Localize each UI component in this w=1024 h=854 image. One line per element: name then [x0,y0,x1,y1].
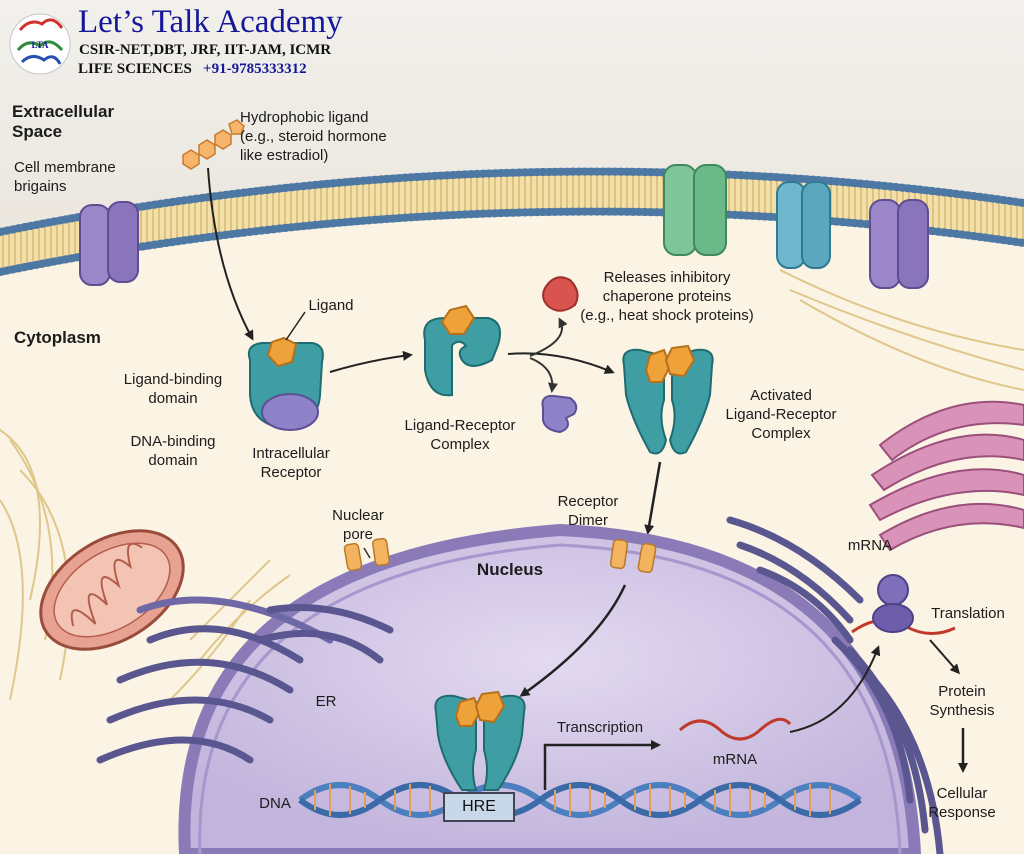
label-dna: DNA [259,795,291,812]
brand-title: Let’s Talk Academy [78,4,343,40]
label-receptor-dimer-line2: Dimer [568,512,608,529]
activated-receptor-dimer [622,344,714,455]
label-protein-synthesis-line2: Synthesis [929,702,995,719]
nuclear-pore-pointer [363,547,371,559]
label-dna-binding-domain-line1: DNA-binding [130,433,216,450]
label-protein-synthesis-line1: Protein [938,683,986,700]
label-nuclear-pore-line1: Nuclear [332,507,384,524]
label-cellular-response: Cellular Response [912,784,1012,822]
hre-box: HRE [443,792,515,822]
label-ligand-binding-domain-line2: domain [148,390,198,407]
label-nuclear-pore-line2: pore [342,526,374,543]
label-activated-complex: Activated Ligand-Receptor Complex [706,386,856,443]
endoplasmic-reticulum-right [726,516,944,854]
mitochondrion [39,529,185,651]
transcription-arrow [543,740,661,790]
logo-lettering: LTA [31,40,49,50]
label-chaperone-release-line2: chaperone proteins [602,288,732,305]
label-activated-complex-line1: Activated [750,387,812,404]
label-chaperone-release-line1: Releases inhibitory [603,269,731,286]
label-dna-binding-domain-line2: domain [148,452,198,469]
label-hydrophobic-ligand-line2: (e.g., steroid hormone [240,128,387,145]
label-intracellular-receptor: Intracellular Receptor [236,444,346,482]
mrna-export-arrow [789,645,881,733]
label-activated-complex-line2: Ligand-Receptor [725,406,837,423]
label-ligand-binding-domain: Ligand-binding domain [108,370,238,408]
academy-logo-icon: LTA [9,13,71,75]
dna-helix [298,782,862,818]
label-ligand-receptor-complex-line1: Ligand-Receptor [404,417,516,434]
label-protein-synthesis: Protein Synthesis [912,682,1012,720]
bound-ligand-shape [266,336,298,368]
label-nuclear-pore: Nuclear pore [318,506,398,544]
label-translation: Translation [931,605,1005,622]
label-hydrophobic-ligand-line1: Hydrophobic ligand [240,109,369,126]
nuclear-pore-left [343,537,390,572]
activation-arrow [507,352,615,374]
label-mrna-nucleus: mRNA [712,751,758,768]
ribosome-icon [851,574,956,635]
label-activated-complex-line3: Complex [751,425,811,442]
steroid-ligand-icon [182,119,245,170]
label-hydrophobic-ligand: Hydrophobic ligand (e.g., steroid hormon… [240,108,387,165]
label-chaperone-release-line3: (e.g., heat shock proteins) [580,307,754,324]
label-mrna-cytoplasm: mRNA [847,537,893,554]
label-intracellular-receptor-line2: Receptor [260,464,322,481]
intracellular-receptor [247,336,324,431]
membrane-channel-purple-left [79,201,139,286]
chaperone-protein-purple [541,394,578,434]
label-chaperone-release: Releases inhibitory chaperone proteins (… [572,268,762,325]
complex-formation-arrow [329,350,413,373]
label-receptor-dimer-line1: Receptor [557,493,619,510]
region-cytoplasm: Cytoplasm [14,328,101,347]
label-ligand-receptor-complex-line2: Complex [430,436,490,453]
ligand-receptor-complex [423,304,501,397]
dna-binding-domain-shape [261,393,319,431]
label-cellular-response-line1: Cellular [936,785,988,802]
dna-binding-arrow [519,584,627,697]
mrna-strand-nuclear [678,717,792,741]
ligand-entry-arrow [207,167,254,341]
dna-bound-receptor-dimer [434,690,526,791]
label-cell-membrane: Cell membrane brigains [14,158,116,196]
label-ligand-receptor-complex: Ligand-Receptor Complex [388,416,532,454]
brand-field: LIFE SCIENCES [78,61,192,77]
label-cell-membrane-line1: Cell membrane [14,159,116,176]
ligand-pointer [285,311,306,341]
endoplasmic-reticulum-left [96,596,394,764]
golgi-apparatus [868,400,1024,552]
brand-header: Let’s Talk Academy CSIR-NET,DBT, JRF, II… [78,4,343,78]
brand-subtitle: CSIR-NET,DBT, JRF, IIT-JAM, ICMR [79,42,332,58]
label-ligand: Ligand [308,297,354,314]
label-er: ER [315,693,337,710]
region-extracellular-line2: Space [12,122,63,141]
region-extracellular: Extracellular Space [12,102,114,142]
release-arrow-up [529,317,568,357]
label-dna-binding-domain: DNA-binding domain [118,432,228,470]
label-receptor-dimer: Receptor Dimer [548,492,628,530]
chaperone-protein-red [542,276,579,312]
brand-contact: LIFE SCIENCES +91-9785333312 [78,60,343,78]
nuclear-entry-arrow [644,461,662,535]
release-arrow-down [529,357,558,393]
nuclear-pore-right [609,538,657,574]
label-intracellular-receptor-line1: Intracellular [252,445,330,462]
membrane-channel-purple-right [869,199,929,289]
region-extracellular-line1: Extracellular [12,102,115,121]
membrane-channel-teal [776,181,831,269]
label-transcription: Transcription [556,719,644,736]
membrane-channel-green [663,164,727,256]
label-cell-membrane-line2: brigains [14,178,67,195]
label-ligand-binding-domain-line1: Ligand-binding [123,371,223,388]
region-nucleus: Nucleus [476,560,544,579]
brand-phone: +91-9785333312 [203,61,307,77]
translation-arrow [929,639,960,675]
label-cellular-response-line2: Response [928,804,996,821]
label-hydrophobic-ligand-line3: like estradiol) [240,147,329,164]
